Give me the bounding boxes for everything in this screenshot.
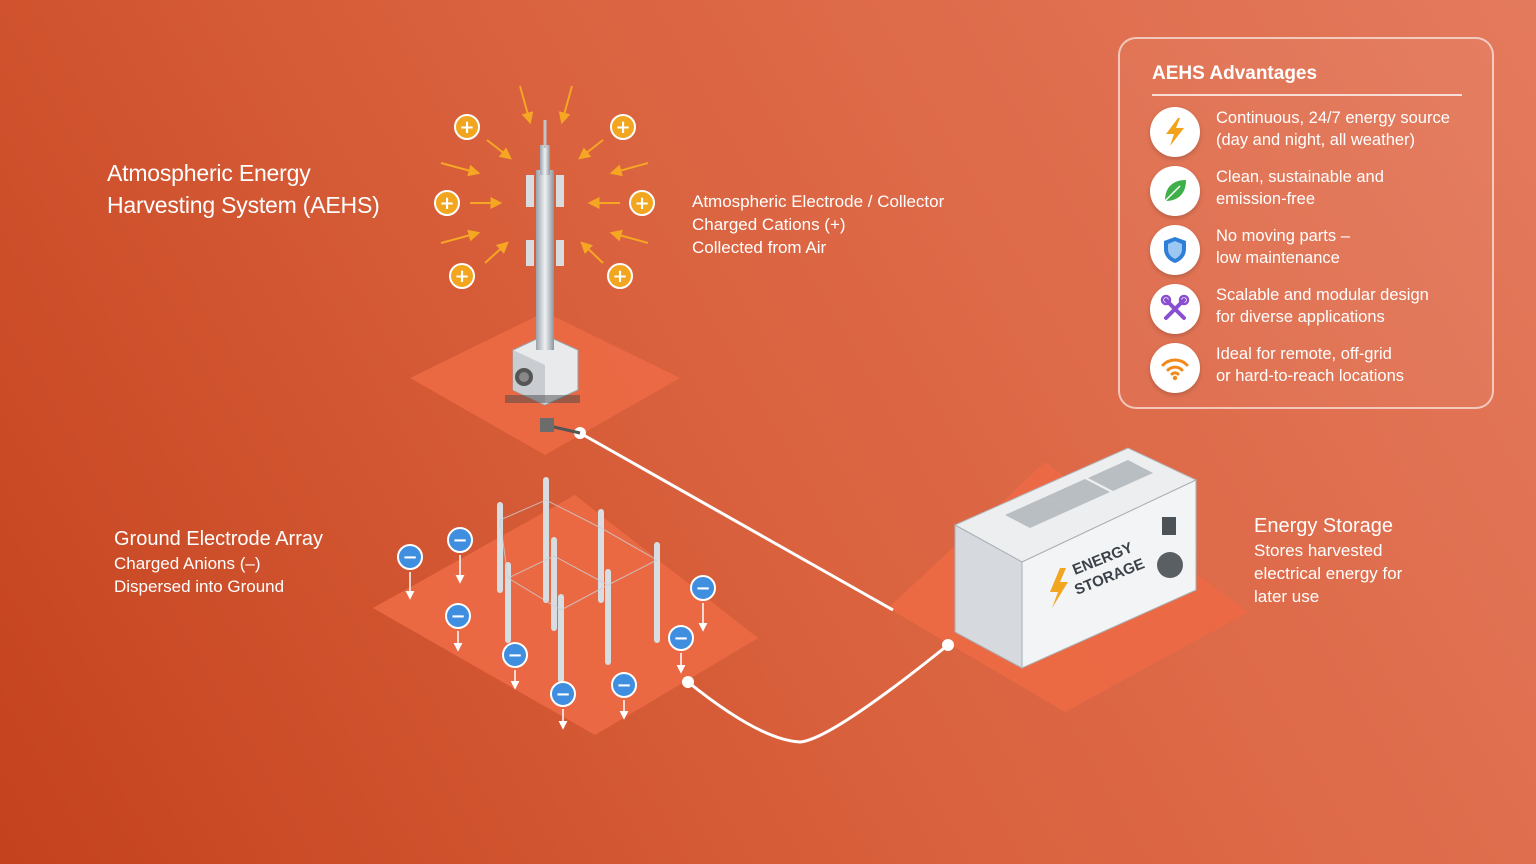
- storage-label-line-3: electrical energy for: [1254, 564, 1403, 583]
- svg-text:+: +: [459, 117, 474, 138]
- anion-particle: −: [445, 603, 471, 652]
- advantage-line: low maintenance: [1216, 249, 1340, 267]
- ground-label-line-3: Dispersed into Ground: [114, 577, 285, 596]
- svg-text:−: −: [673, 628, 688, 649]
- svg-text:−: −: [507, 645, 522, 666]
- advantage-line: Clean, sustainable and: [1216, 168, 1384, 186]
- leaf-icon: [1150, 166, 1200, 216]
- ground-label-heading: Ground Electrode Array: [114, 528, 323, 550]
- advantage-text: Clean, sustainable and emission-free: [1216, 166, 1486, 210]
- ground-electrode-rods: [497, 477, 660, 683]
- svg-text:+: +: [439, 193, 454, 214]
- svg-text:+: +: [615, 117, 630, 138]
- advantage-line: or hard-to-reach locations: [1216, 367, 1405, 385]
- advantages-divider: [1152, 94, 1462, 96]
- cation-particle: +: [434, 190, 460, 216]
- cation-particle: +: [610, 114, 636, 140]
- ground-label: Ground Electrode Array Charged Anions (–…: [114, 527, 323, 598]
- svg-text:−: −: [616, 675, 631, 696]
- svg-text:+: +: [612, 266, 627, 287]
- collector-label-line-2: Charged Cations (+): [692, 215, 846, 234]
- advantage-line: for diverse applications: [1216, 308, 1385, 326]
- advantage-line: Continuous, 24/7 energy source: [1216, 109, 1450, 127]
- storage-label-line-2: Stores harvested: [1254, 541, 1383, 560]
- cation-particle: +: [454, 114, 480, 140]
- advantage-item-continuous: Continuous, 24/7 energy source (day and …: [1150, 107, 1480, 161]
- title-line-1: Atmospheric Energy: [107, 160, 311, 186]
- svg-text:−: −: [402, 547, 417, 568]
- anion-particle: −: [690, 575, 716, 632]
- svg-text:−: −: [452, 530, 467, 551]
- anion-particle: −: [502, 642, 528, 690]
- advantage-line: No moving parts –: [1216, 227, 1350, 245]
- cation-particle: +: [449, 263, 475, 289]
- advantage-text: Continuous, 24/7 energy source (day and …: [1216, 107, 1486, 151]
- storage-label-heading: Energy Storage: [1254, 515, 1393, 537]
- storage-label: Energy Storage Stores harvested electric…: [1254, 514, 1402, 608]
- advantage-line: emission-free: [1216, 190, 1316, 208]
- collector-tower: [505, 120, 581, 435]
- storage-container: ENERGY STORAGE: [953, 447, 1198, 669]
- lightning-icon: [1150, 107, 1200, 157]
- ground-to-storage-cable: [687, 643, 949, 744]
- anion-particle: −: [550, 681, 576, 730]
- ground-platform: [373, 495, 758, 735]
- advantage-line: (day and night, all weather): [1216, 131, 1416, 149]
- diagram-title: Atmospheric Energy Harvesting System (AE…: [107, 157, 380, 221]
- storage-label-line-4: later use: [1254, 587, 1320, 606]
- anion-particle: −: [397, 544, 423, 600]
- advantages-panel: AEHS Advantages Continuous, 24/7 energy …: [1118, 37, 1494, 409]
- advantage-item-maintenance: No moving parts – low maintenance: [1150, 225, 1480, 279]
- advantage-text: Scalable and modular design for diverse …: [1216, 284, 1486, 328]
- cation-symbols: + + + + + +: [434, 114, 655, 289]
- svg-text:−: −: [555, 684, 570, 705]
- title-line-2: Harvesting System (AEHS): [107, 192, 380, 218]
- svg-text:+: +: [634, 193, 649, 214]
- svg-text:−: −: [695, 578, 710, 599]
- signal-icon: [1150, 343, 1200, 393]
- cation-arrows: [440, 85, 649, 264]
- advantage-line: Ideal for remote, off-grid: [1216, 345, 1392, 363]
- anion-particle: −: [447, 527, 473, 584]
- cation-particle: +: [607, 263, 633, 289]
- anion-particle: −: [611, 672, 637, 720]
- svg-text:+: +: [454, 266, 469, 287]
- tools-icon: [1150, 284, 1200, 334]
- advantage-text: Ideal for remote, off-grid or hard-to-re…: [1216, 343, 1486, 387]
- advantages-title: AEHS Advantages: [1152, 63, 1318, 84]
- cable-node-ground: [682, 676, 694, 688]
- ground-label-line-2: Charged Anions (–): [114, 554, 261, 573]
- collector-to-storage-cable: [579, 431, 894, 612]
- collector-label: Atmospheric Electrode / Collector Charge…: [692, 190, 944, 259]
- collector-label-line-3: Collected from Air: [692, 238, 827, 257]
- cation-particle: +: [629, 190, 655, 216]
- shield-icon: [1150, 225, 1200, 275]
- advantage-item-remote: Ideal for remote, off-grid or hard-to-re…: [1150, 343, 1480, 397]
- advantage-item-clean: Clean, sustainable and emission-free: [1150, 166, 1480, 220]
- anion-symbols: − − − − − − − −: [397, 527, 716, 730]
- cable-node-storage: [942, 639, 954, 651]
- advantage-line: Scalable and modular design: [1216, 286, 1429, 304]
- anion-particle: −: [668, 625, 694, 674]
- advantage-item-scalable: Scalable and modular design for diverse …: [1150, 284, 1480, 338]
- advantage-text: No moving parts – low maintenance: [1216, 225, 1486, 269]
- svg-text:−: −: [450, 606, 465, 627]
- collector-label-line-1: Atmospheric Electrode / Collector: [692, 192, 945, 211]
